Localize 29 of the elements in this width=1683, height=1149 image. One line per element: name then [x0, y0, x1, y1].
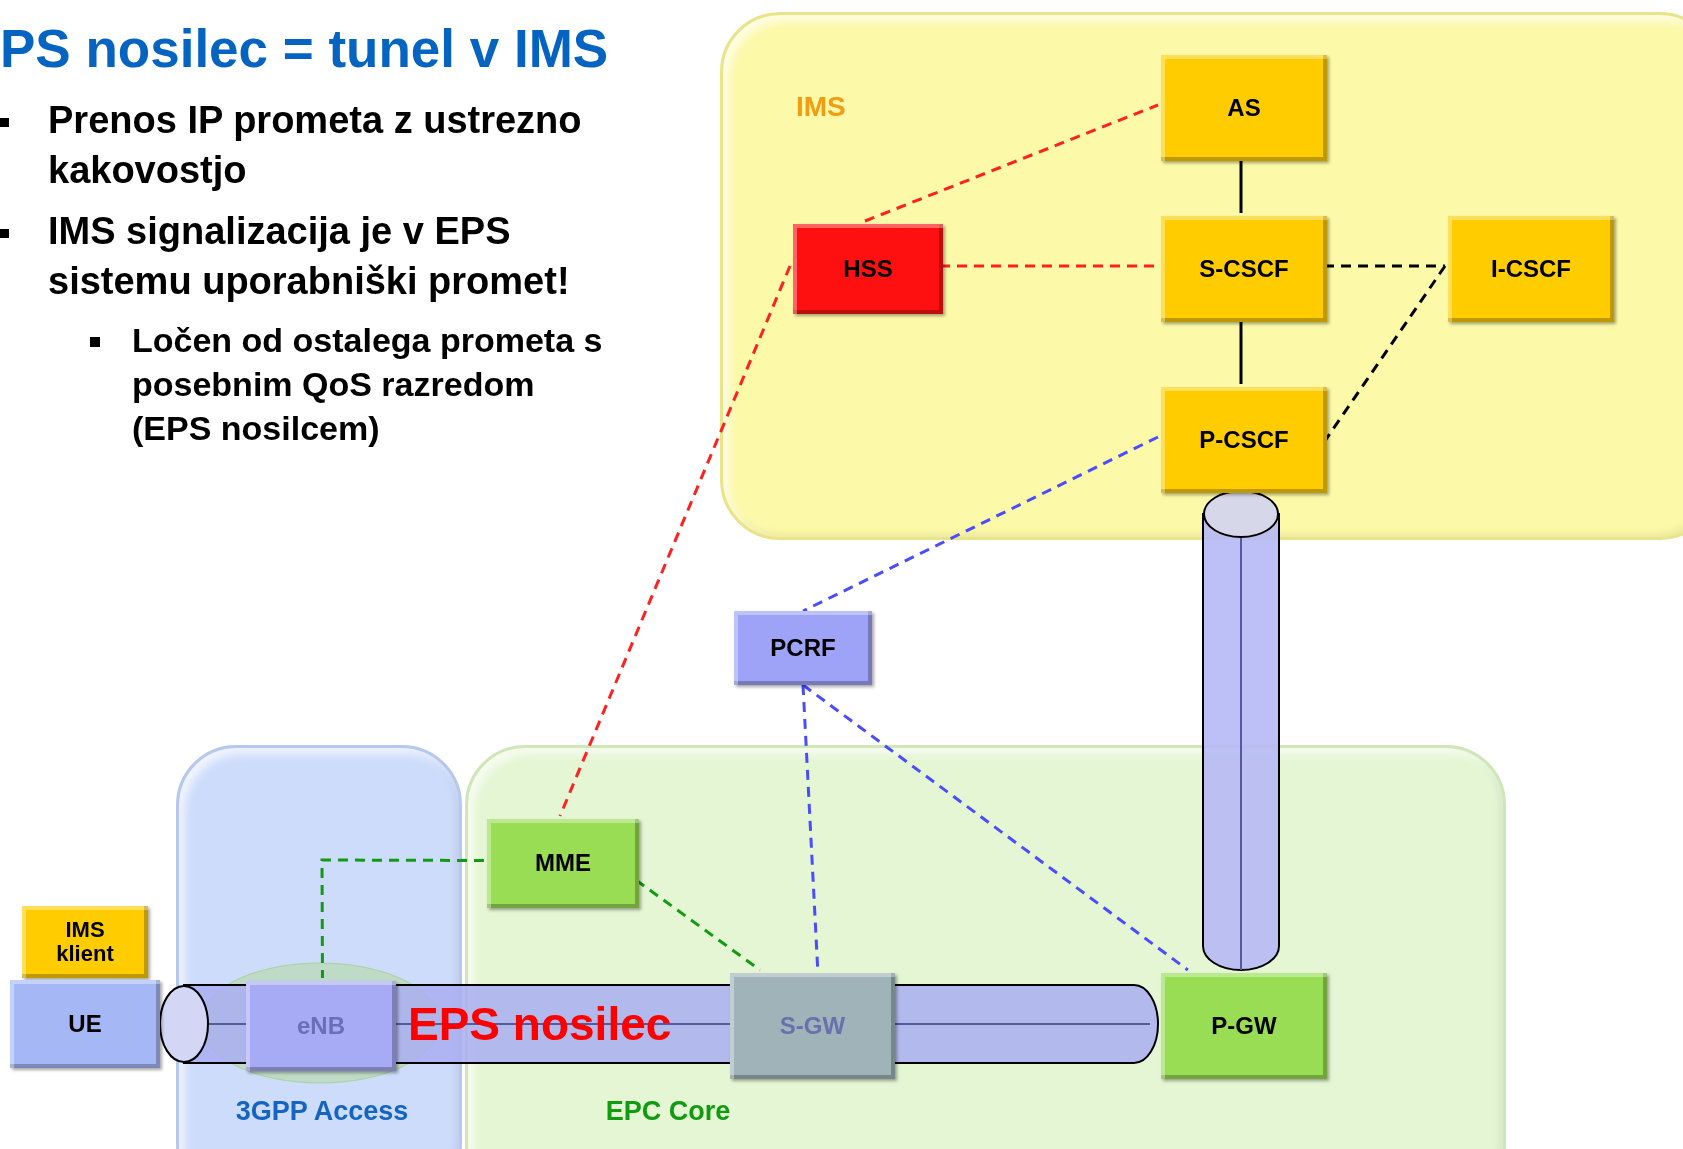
function-box: S-GW [730, 973, 895, 1079]
function-box: S-CSCF [1161, 216, 1327, 322]
client-box: IMS klient [22, 906, 148, 978]
connector-line [802, 435, 1159, 613]
tunnel-label: EPS nosilec [408, 999, 672, 1050]
function-box: AS [1161, 55, 1327, 161]
bullet-text: IMS signalizacija je v EPS sistemu uporabniški promet! [48, 209, 571, 304]
domain-label: EPC Core [604, 1096, 732, 1127]
base-station-box: eNB [246, 981, 396, 1071]
slide-title: PS nosilec = tunel v IMS [0, 18, 609, 79]
connector-line [1239, 319, 1243, 384]
connector-line [320, 858, 484, 978]
function-box: PCRF [734, 611, 872, 685]
device-box: UE [10, 980, 160, 1068]
function-box: HSS [793, 224, 943, 314]
connector-line [1324, 264, 1445, 268]
bullet-text: Ločen od ostalega prometa s posebnim QoS razredom (EPS nosilcem) [132, 320, 604, 449]
function-box: P-CSCF [1161, 387, 1327, 493]
bullet-text: Prenos IP prometa z ustrezno kakovostjo [48, 98, 583, 193]
domain-label: 3GPP Access [234, 1096, 410, 1127]
domain-label: IMS [796, 91, 846, 123]
connector-line [802, 683, 1189, 972]
connector-line [864, 103, 1159, 223]
connector-line [558, 265, 792, 817]
ims-domain-region [720, 12, 1683, 540]
function-box: MME [487, 819, 639, 908]
connector-line [1239, 158, 1243, 213]
function-box: P-GW [1161, 973, 1327, 1079]
function-box: I-CSCF [1448, 216, 1614, 322]
